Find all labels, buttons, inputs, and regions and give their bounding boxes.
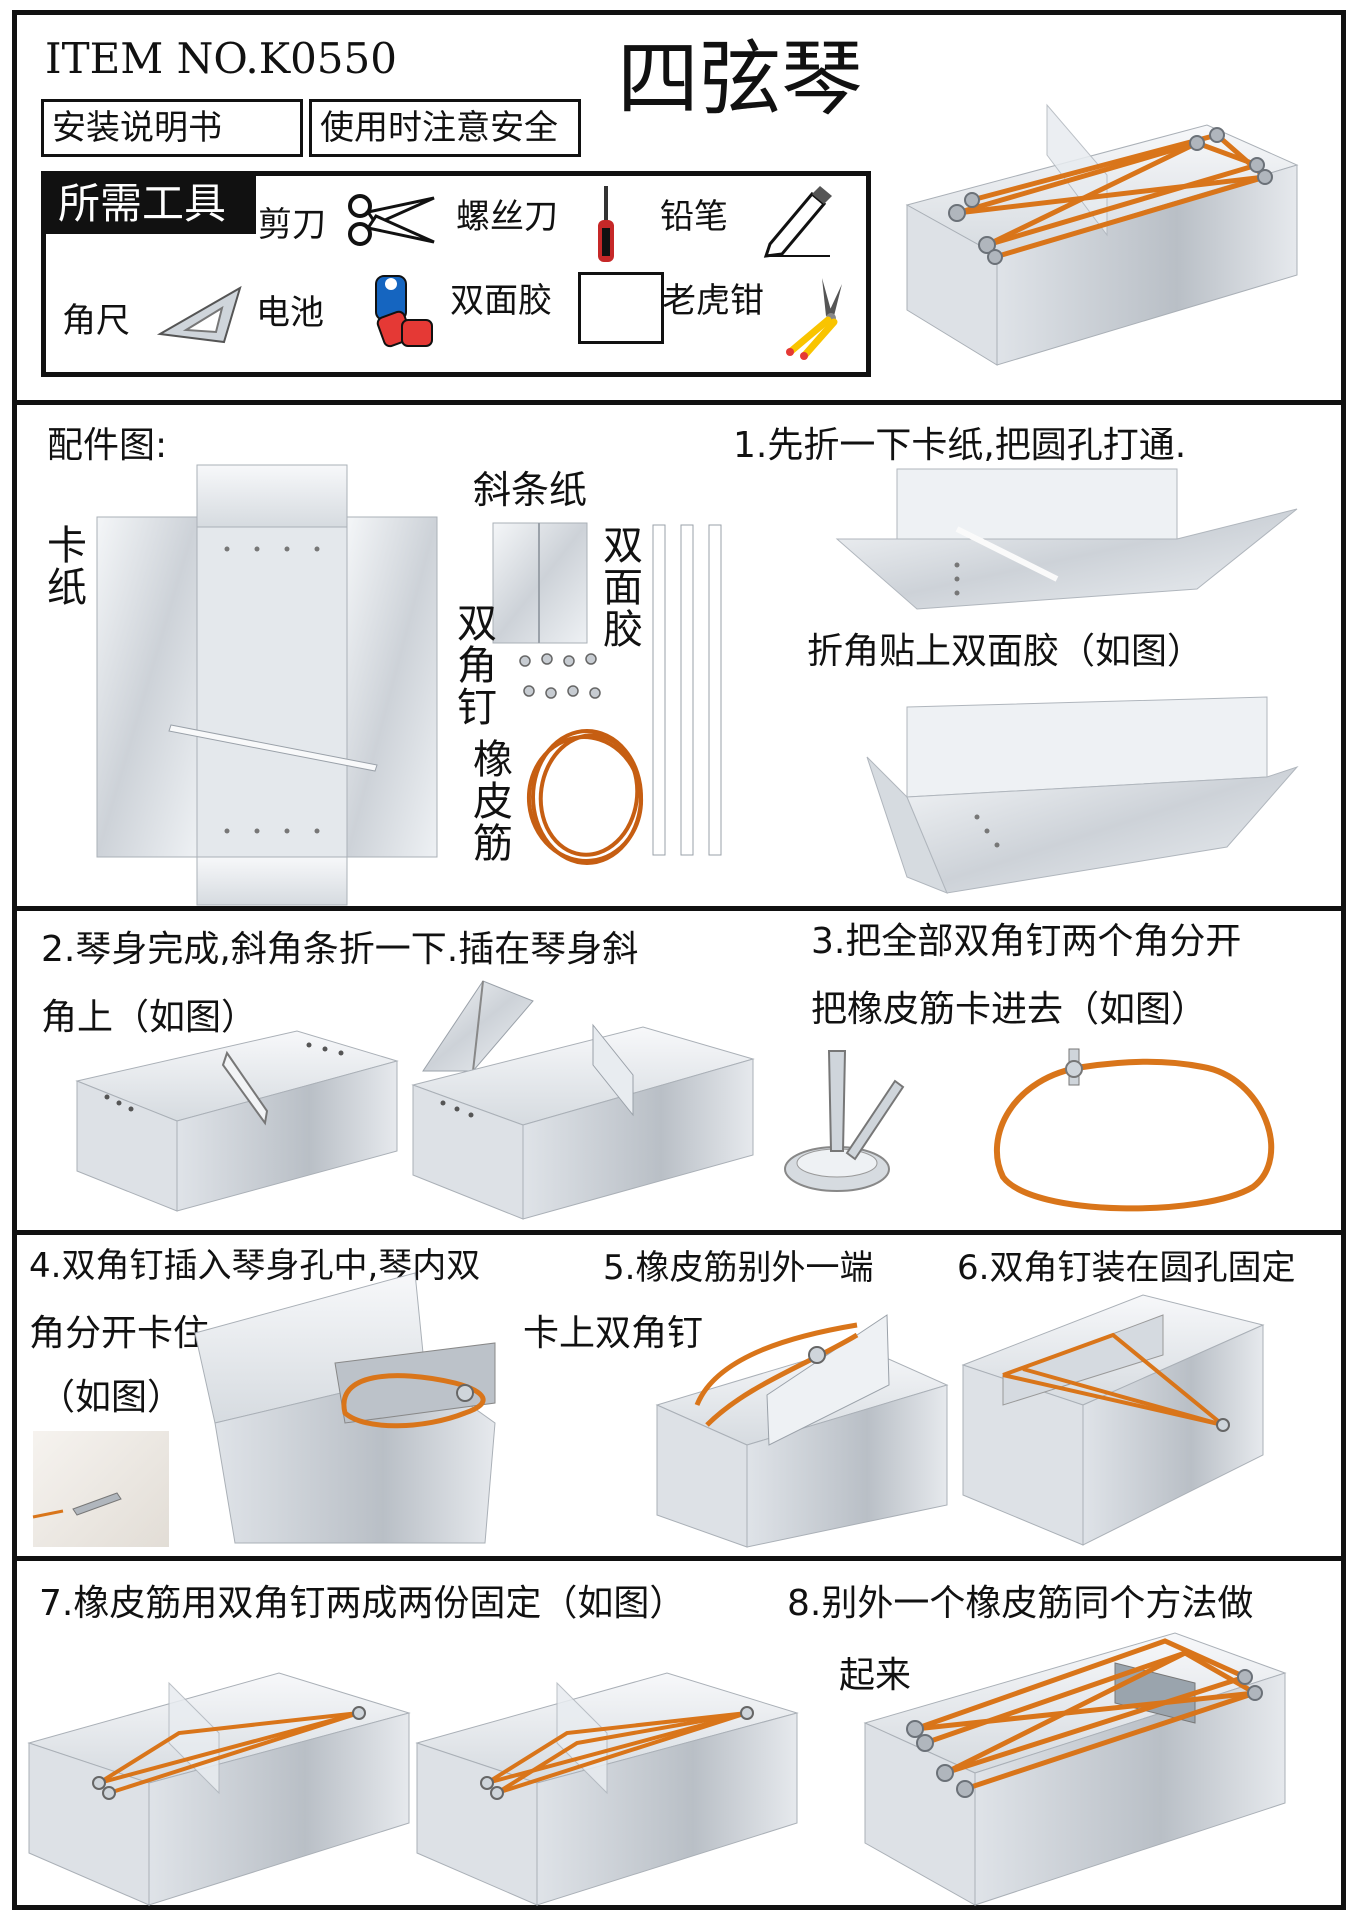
diagonal-strip-photo xyxy=(492,522,588,644)
finished-guitar-photo xyxy=(905,103,1299,366)
safety-label: 使用时注意安全 xyxy=(309,99,581,157)
steps-4-6-section: 4.双角钉插入琴身孔中,琴内双 角分开卡住 （如图） 5.橡皮筋别外一端 卡上双… xyxy=(17,1235,1341,1561)
step4-note: （如图） xyxy=(39,1377,184,1418)
brad-label: 双角钉 xyxy=(457,601,497,731)
step5-photo xyxy=(655,1314,949,1548)
step1-subtitle: 折角贴上双面胶（如图） xyxy=(807,631,1204,672)
step5-subtitle: 卡上双角钉 xyxy=(523,1313,704,1354)
rubber-band-label: 橡皮筋 xyxy=(473,737,513,867)
steps-7-8-section: 7.橡皮筋用双角钉两成两份固定（如图） 8.别外一个橡皮筋同个方法做 起来 xyxy=(17,1561,1341,1915)
set-square-icon xyxy=(156,285,242,344)
pliers-icon xyxy=(786,278,842,360)
scissors-icon xyxy=(348,194,435,246)
tool-scissors-label: 剪刀 xyxy=(258,205,326,245)
cardboard-label: 卡纸 xyxy=(47,523,87,611)
step1-title: 1.先折一下卡纸,把圆孔打通. xyxy=(733,425,1187,466)
screwdriver-icon xyxy=(598,186,614,262)
brad-fasteners-photo xyxy=(519,653,601,699)
double-tape-label: 双面胶 xyxy=(603,523,643,653)
instruction-sheet: ITEM NO.K0550 四弦琴 安装说明书 使用时注意安全 所需工具 剪刀 … xyxy=(12,10,1346,1910)
manual-label: 安装说明书 xyxy=(41,99,303,157)
step1-photo-a xyxy=(835,468,1298,610)
diagonal-strip-label: 斜条纸 xyxy=(473,468,588,512)
tool-screwdriver-label: 螺丝刀 xyxy=(456,197,558,237)
tool-setsquare-label: 角尺 xyxy=(62,301,130,341)
step7-photo-a xyxy=(27,1672,411,1906)
step8-photo xyxy=(863,1632,1287,1906)
step6-photo xyxy=(961,1294,1265,1546)
step2-strip-photo xyxy=(422,980,534,1072)
item-number: ITEM NO.K0550 xyxy=(45,34,397,83)
step4-photo xyxy=(194,1272,496,1544)
step6-title: 6.双角钉装在圆孔固定 xyxy=(957,1248,1296,1288)
step7-title: 7.橡皮筋用双角钉两成两份固定（如图） xyxy=(39,1583,686,1624)
page-title: 四弦琴 xyxy=(617,32,864,127)
step5-title: 5.橡皮筋别外一端 xyxy=(603,1248,874,1288)
step4-detail-photo xyxy=(32,1431,169,1547)
double-tape-strips xyxy=(652,524,722,856)
step3-band-photo xyxy=(993,1048,1275,1212)
tape-swatch xyxy=(578,272,664,344)
tools-box: 所需工具 剪刀 螺丝刀 铅笔 角尺 xyxy=(41,171,871,377)
parts-title: 配件图: xyxy=(47,425,168,466)
step3-title: 3.把全部双角钉两个角分开 xyxy=(811,921,1242,962)
rubber-band-photo xyxy=(526,729,644,865)
tools-title: 所需工具 xyxy=(46,176,256,234)
tool-pencil-label: 铅笔 xyxy=(660,197,728,237)
step2-photo-a xyxy=(75,1030,399,1212)
header-section: ITEM NO.K0550 四弦琴 安装说明书 使用时注意安全 所需工具 剪刀 … xyxy=(17,15,1341,405)
tool-tape-label: 双面胶 xyxy=(450,281,552,321)
pencil-icon xyxy=(763,186,832,258)
steps-2-3-section: 2.琴身完成,斜角条折一下.插在琴身斜 角上（如图） 3.把全部双角钉两个角分开… xyxy=(17,911,1341,1235)
step8-title: 8.别外一个橡皮筋同个方法做 xyxy=(787,1583,1254,1624)
step4-subtitle: 角分开卡住 xyxy=(29,1313,210,1354)
step3-subtitle: 把橡皮筋卡进去（如图） xyxy=(811,989,1208,1030)
parts-section: 配件图: 卡纸 斜条纸 双面胶 双角钉 xyxy=(17,405,1341,911)
step1-photo-b xyxy=(866,696,1299,894)
battery-icon xyxy=(375,275,433,348)
step8-subtitle: 起来 xyxy=(839,1655,912,1696)
step2-title: 2.琴身完成,斜角条折一下.插在琴身斜 xyxy=(41,929,639,970)
step2-subtitle: 角上（如图） xyxy=(41,997,258,1038)
step3-brad-photo xyxy=(784,1050,905,1192)
step7-photo-b xyxy=(415,1672,799,1906)
tool-pliers-label: 老虎钳 xyxy=(662,281,764,321)
cardboard-part-photo xyxy=(96,464,438,906)
step2-photo-b xyxy=(411,1023,755,1220)
tool-battery-label: 电池 xyxy=(256,293,324,333)
